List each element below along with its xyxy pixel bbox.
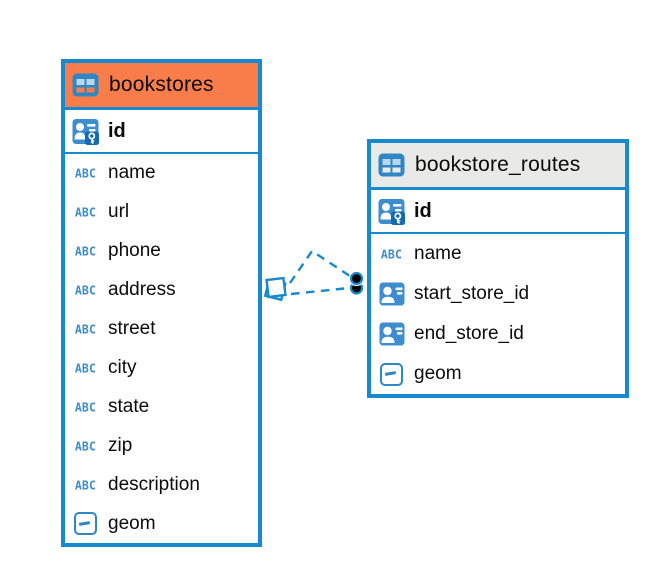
field-name: end_store_id [414,323,524,344]
field-name: id [414,199,432,222]
field-name: zip [108,434,133,456]
field-name: state [108,395,150,417]
field-name: id [108,119,126,142]
text-type-icon: ABC [74,321,97,337]
field-name: description [108,473,200,495]
text-type-icon: ABC [74,477,97,493]
field-row-phone[interactable]: ABC phone [65,232,258,271]
field-row-description[interactable]: ABC description [65,465,258,504]
text-type-icon: ABC [380,246,403,262]
field-row-street[interactable]: ABC street [65,310,258,349]
relationship-line-1[interactable] [289,249,353,284]
text-type-icon: ABC [74,204,97,220]
field-row-id[interactable]: id [65,110,258,154]
field-row-name[interactable]: ABC name [65,154,258,193]
text-type-icon: ABC [74,399,97,415]
text-type-icon: ABC [74,360,97,376]
table-bookstore-routes[interactable]: bookstore_routes id [367,139,629,398]
field-row-address[interactable]: ABC address [65,271,258,310]
field-row-geom[interactable]: geom [371,354,625,394]
field-row-url[interactable]: ABC url [65,193,258,232]
table-icon [71,73,100,97]
text-type-icon: ABC [74,282,97,298]
field-row-state[interactable]: ABC state [65,387,258,426]
foreign-key-icon [377,282,406,306]
relationship-line-2[interactable] [290,286,350,296]
primary-key-icon [71,118,100,145]
field-list: ABC name ABC url ABC phone ABC address A… [65,154,258,543]
field-name: name [414,243,462,264]
field-name: street [108,318,156,340]
table-bookstore-routes-header[interactable]: bookstore_routes [371,143,625,190]
field-row-geom[interactable]: geom [65,504,258,543]
text-type-icon: ABC [74,438,97,454]
field-name: name [108,162,156,184]
field-row-start-store-id[interactable]: start_store_id [371,274,625,314]
relationship-source-marker[interactable] [263,276,287,302]
field-row-name[interactable]: ABC name [371,234,625,274]
geometry-type-icon [71,512,100,536]
table-name: bookstore_routes [415,153,581,176]
table-name: bookstores [109,73,214,96]
field-name: geom [108,512,156,534]
field-row-zip[interactable]: ABC zip [65,426,258,465]
field-row-id[interactable]: id [371,190,625,234]
table-bookstores[interactable]: bookstores id ABC [61,59,262,547]
table-bookstores-header[interactable]: bookstores [65,63,258,110]
field-name: address [108,279,176,301]
field-row-city[interactable]: ABC city [65,349,258,388]
field-name: geom [414,363,462,384]
text-type-icon: ABC [74,165,97,182]
geometry-type-icon [377,362,406,386]
field-name: phone [108,240,161,262]
field-name: city [108,356,137,378]
foreign-key-icon [377,322,406,346]
field-name: url [108,201,130,223]
field-row-end-store-id[interactable]: end_store_id [371,314,625,354]
relationship-target-marker[interactable] [348,270,365,295]
table-icon [377,153,406,177]
text-type-icon: ABC [74,243,97,259]
field-name: start_store_id [414,283,530,304]
primary-key-icon [377,198,406,225]
field-list: ABC name start_store_id [371,234,625,394]
